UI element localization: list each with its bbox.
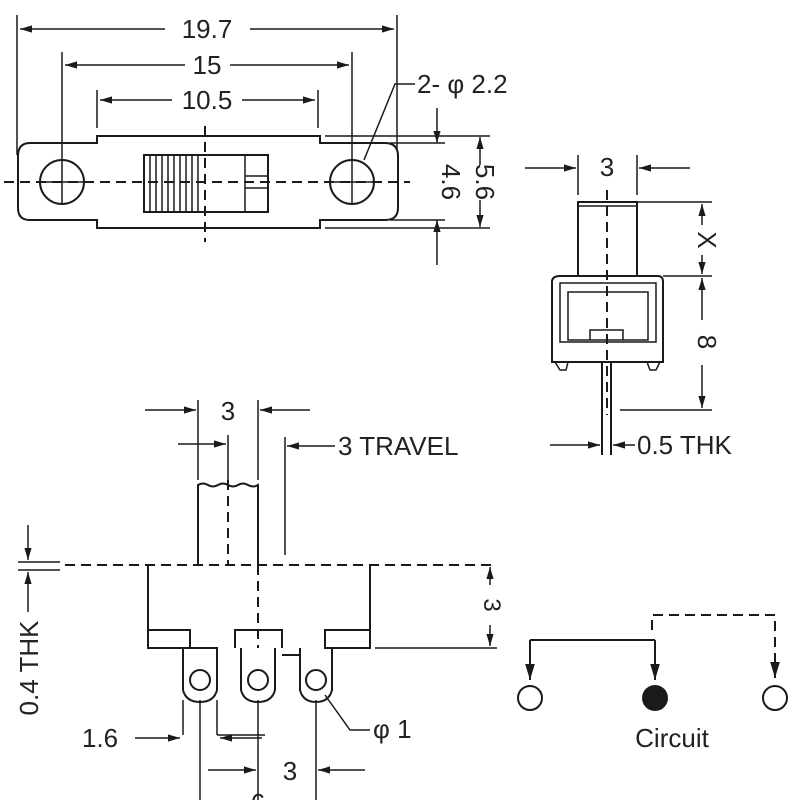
front-body [147, 565, 371, 649]
dim-height-outer: 5.6 [470, 164, 500, 200]
plate-thickness-label: 0.4 THK [14, 620, 44, 716]
top-view: 19.7 15 10.5 2- φ 2.2 4.6 5.6 [4, 14, 508, 265]
dim-height-inner: 4.6 [436, 164, 466, 200]
side-view: 3 X 8 0.5 THK [525, 152, 733, 460]
dim-hole-spacing: 15 [193, 50, 222, 80]
terminal-common [642, 685, 668, 711]
hole-callout: 2- φ 2.2 [417, 69, 508, 99]
front-view: 3 3 TRAVEL 0.4 THK 3 1.6 φ 1 3 6 [14, 396, 505, 800]
side-dim-pin-thickness: 0.5 THK [637, 430, 733, 460]
side-dim-knob-width: 3 [600, 152, 614, 182]
travel-label: 3 TRAVEL [338, 431, 458, 461]
dim-body-length: 10.5 [182, 85, 233, 115]
pitch-dim: 3 [283, 756, 297, 786]
terminal-left [517, 685, 543, 711]
side-dim-knob-height: X [692, 231, 722, 248]
knurled-grip [149, 155, 199, 212]
hole-diameter-callout: φ 1 [373, 714, 412, 744]
span-dim: 6 [251, 788, 265, 800]
mounting-plate-outline [17, 135, 399, 229]
terminal-width-dim: 1.6 [82, 723, 118, 753]
circuit-diagram: Circuit [517, 614, 788, 753]
side-housing [551, 275, 664, 363]
terminal-right [762, 685, 788, 711]
side-pin [601, 362, 612, 455]
front-dim-knob-width: 3 [221, 396, 235, 426]
circuit-label: Circuit [635, 723, 709, 753]
front-dim-body-depth: 3 [478, 598, 505, 611]
side-dim-body-height: 8 [692, 335, 722, 349]
terminals [182, 648, 333, 704]
dim-overall-length: 19.7 [182, 14, 233, 44]
